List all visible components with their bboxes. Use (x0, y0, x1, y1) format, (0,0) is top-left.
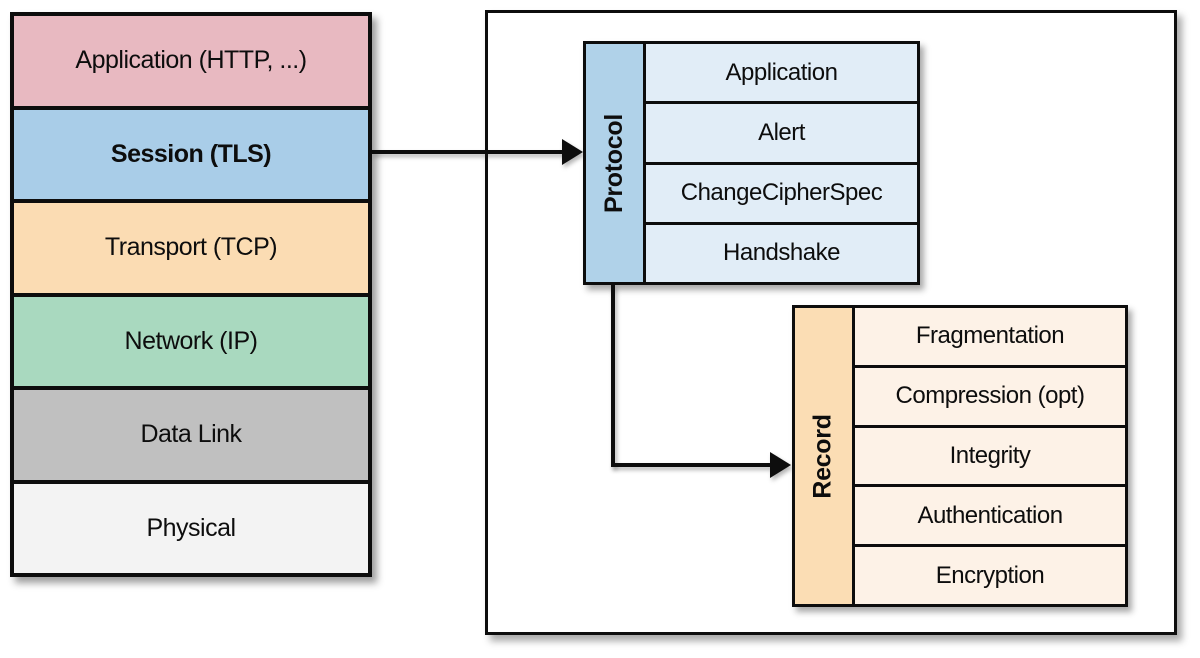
record-header-label: Record (809, 413, 837, 499)
protocol-row-alert-label: Alert (758, 118, 805, 146)
record-row-encryption-label: Encryption (935, 561, 1045, 589)
layer-data-link-label: Data Link (140, 420, 242, 449)
record-row-authentication-label: Authentication (917, 501, 1063, 529)
protocol-header-bar: Protocol (586, 44, 646, 282)
layer-network-label: Network (IP) (124, 326, 258, 355)
arrow-right-icon (770, 452, 791, 478)
layer-application-label: Application (HTTP, ...) (75, 46, 307, 75)
protocol-row-handshake: Handshake (646, 221, 917, 282)
protocol-row-handshake-label: Handshake (723, 239, 840, 267)
layer-session-tls-label: Session (TLS) (110, 139, 272, 168)
protocol-row-application-label: Application (725, 58, 838, 86)
network-layer-stack: Application (HTTP, ...) Session (TLS) Tr… (10, 12, 372, 577)
layer-network: Network (IP) (14, 292, 368, 386)
protocol-table: Protocol Application Alert ChangeCipherS… (583, 41, 920, 285)
record-row-fragmentation-label: Fragmentation (915, 322, 1065, 350)
layer-physical: Physical (14, 479, 368, 573)
arrow-right-icon (562, 139, 583, 165)
protocol-rows: Application Alert ChangeCipherSpec Hands… (646, 44, 917, 282)
protocol-header-label: Protocol (600, 113, 628, 213)
record-rows: Fragmentation Compression (opt) Integrit… (855, 308, 1125, 604)
record-row-integrity-label: Integrity (949, 441, 1031, 469)
protocol-row-application: Application (646, 44, 917, 102)
record-row-integrity: Integrity (855, 424, 1125, 485)
protocol-row-alert: Alert (646, 101, 917, 162)
layer-data-link: Data Link (14, 386, 368, 480)
record-table: Record Fragmentation Compression (opt) I… (792, 305, 1128, 607)
layer-session-tls: Session (TLS) (14, 105, 368, 199)
layer-transport: Transport (TCP) (14, 199, 368, 293)
record-row-encryption: Encryption (855, 544, 1125, 604)
record-row-compression-label: Compression (opt) (895, 382, 1085, 410)
layer-physical-label: Physical (146, 513, 236, 542)
arrow-session-to-protocol-line (372, 150, 564, 154)
record-row-compression: Compression (opt) (855, 364, 1125, 425)
arrow-protocol-to-record-horizontal-line (611, 463, 770, 467)
record-row-authentication: Authentication (855, 484, 1125, 545)
layer-transport-label: Transport (TCP) (104, 233, 278, 262)
layer-application: Application (HTTP, ...) (14, 16, 368, 106)
protocol-row-changecipherspec-label: ChangeCipherSpec (680, 179, 883, 207)
record-row-fragmentation: Fragmentation (855, 308, 1125, 365)
record-header-bar: Record (795, 308, 855, 604)
protocol-row-changecipherspec: ChangeCipherSpec (646, 161, 917, 222)
arrow-protocol-to-record-vertical-line (611, 285, 615, 467)
